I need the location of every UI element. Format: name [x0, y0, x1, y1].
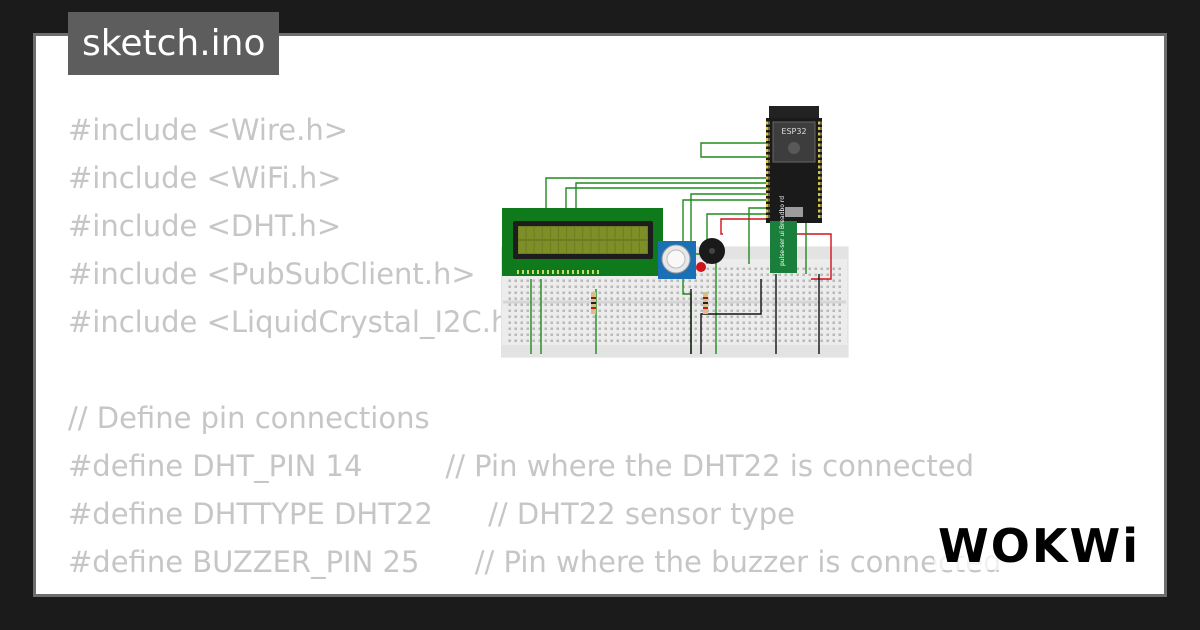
esp32-board: ESP32 — [766, 106, 822, 223]
code-line: #include <DHT.h> — [68, 209, 342, 243]
potentiometer — [658, 241, 696, 279]
lcd-display — [502, 208, 663, 276]
esp32-label: ESP32 — [781, 127, 806, 136]
circuit-diagram: ESP32 pulse-ser ui Breadbo rd — [501, 106, 849, 358]
file-tab[interactable]: sketch.ino — [68, 12, 280, 75]
code-line: #include <LiquidCrystal_I2C.h> — [68, 305, 534, 339]
pulse-sensor-module: pulse-ser ui Breadbo rd — [770, 196, 797, 273]
code-line: #include <WiFi.h> — [68, 161, 342, 195]
code-line: // Define pin connections — [68, 401, 430, 435]
code-line: #include <Wire.h> — [68, 113, 349, 147]
code-line: #define BUZZER_PIN 25 // Pin where the b… — [68, 545, 1002, 579]
code-line: #include <PubSubClient.h> — [68, 257, 476, 291]
code-editor: #include <Wire.h> #include <WiFi.h> #inclu… — [68, 106, 1022, 594]
buzzer — [696, 238, 725, 272]
preview-card: #include <Wire.h> #include <WiFi.h> #inclu… — [33, 33, 1167, 597]
code-line: #define DHT_PIN 14 // Pin where the DHT2… — [68, 449, 974, 483]
code-line: #define DHTTYPE DHT22 // DHT22 sensor ty… — [68, 497, 795, 531]
wokwi-logo: WOKWi — [934, 522, 1144, 570]
resistor — [703, 292, 708, 314]
resistor — [591, 292, 596, 314]
sensor-label: pulse-ser ui Breadbo rd — [779, 196, 786, 266]
code-line: #define RED_LED_PIN 26 // Pin where the … — [68, 586, 1022, 594]
